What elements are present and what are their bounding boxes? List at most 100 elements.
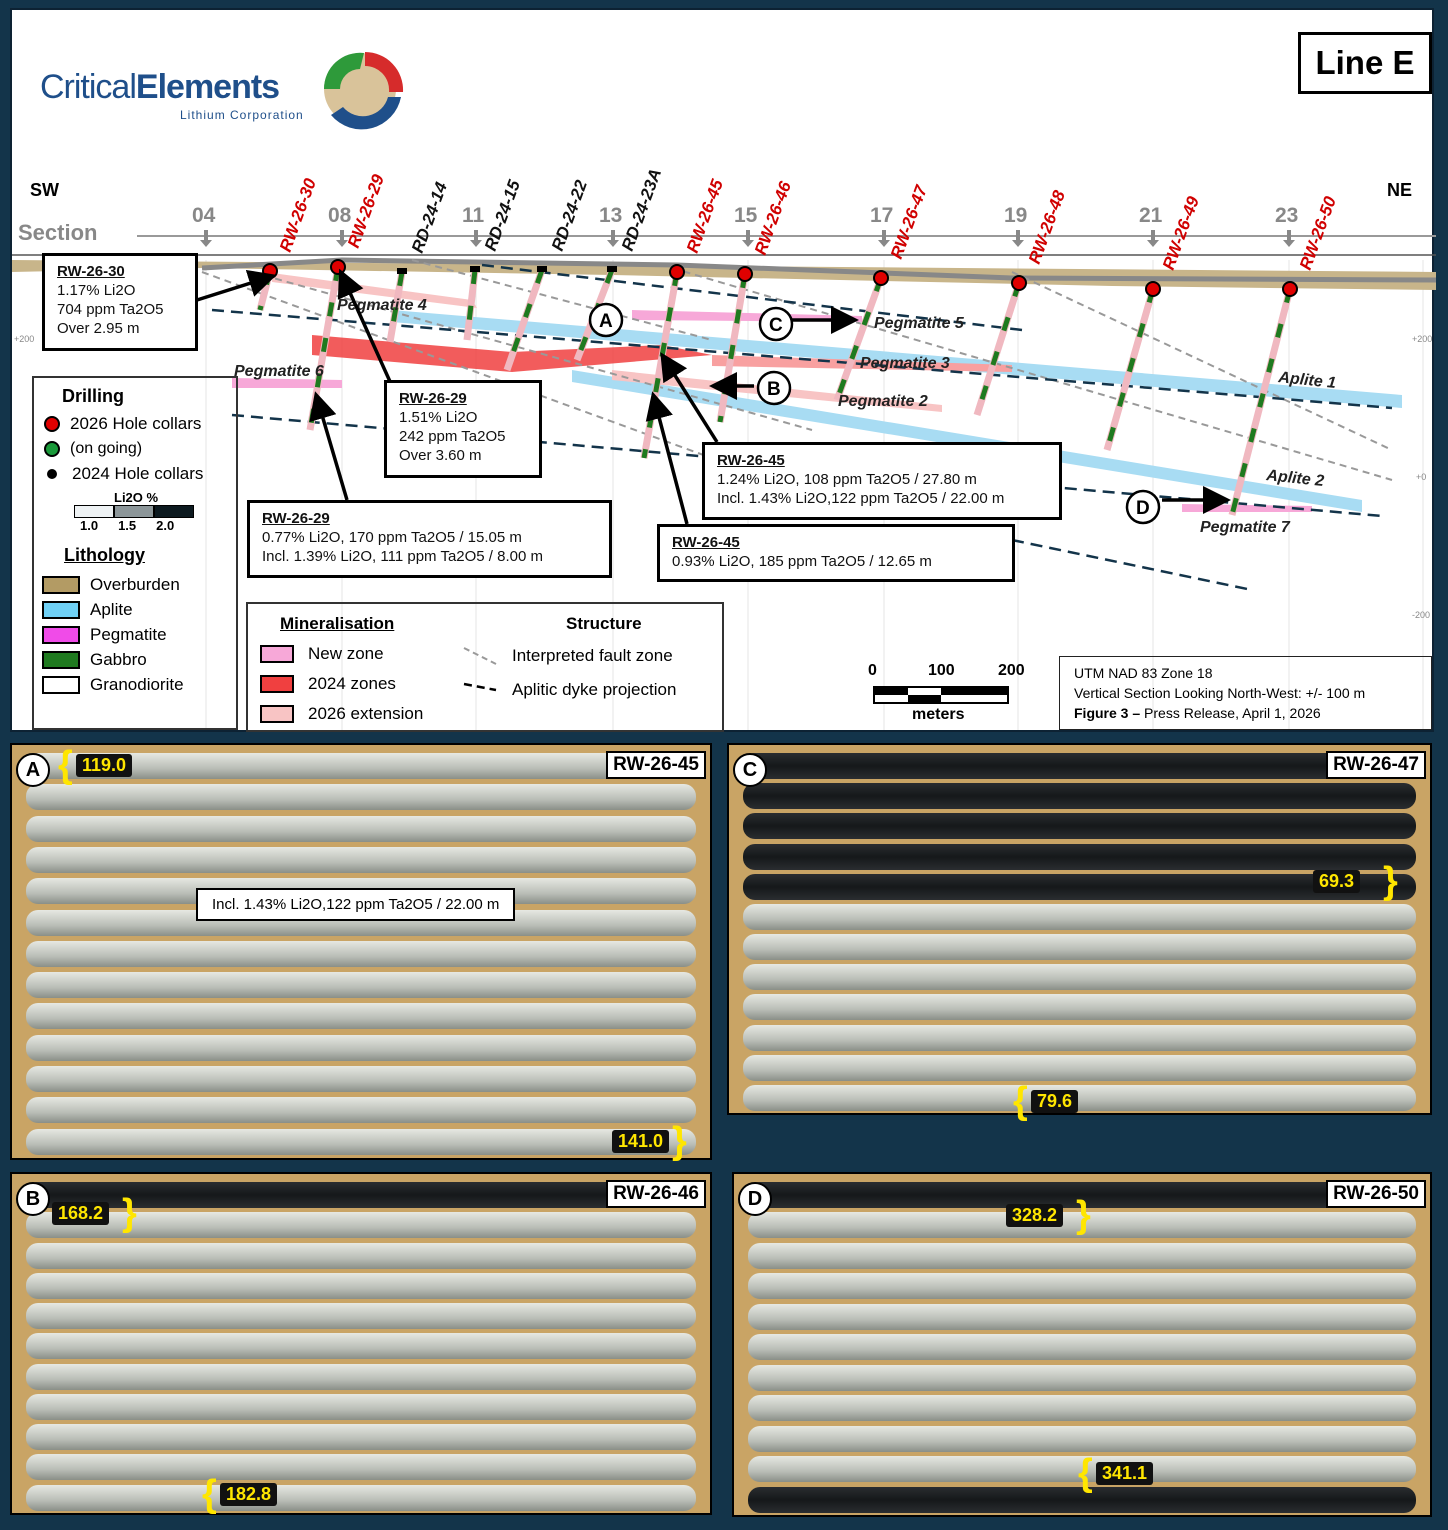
overburden-band	[12, 260, 1436, 290]
swatch-icon	[42, 575, 80, 594]
section-number: 13	[599, 204, 622, 227]
section-number: 17	[870, 204, 893, 227]
swatch-icon	[42, 625, 80, 644]
photo-letter: B	[16, 1182, 50, 1216]
collar-2026-icon	[262, 263, 278, 279]
core-row	[25, 972, 697, 999]
hole-label: RW-26-47	[887, 182, 932, 262]
core-row	[743, 753, 1416, 779]
brace-icon: }	[1076, 1194, 1091, 1236]
hole-label: RD-24-14	[408, 179, 451, 255]
drill-trace-gabbro	[307, 266, 341, 431]
depth-label: 141.0	[612, 1130, 670, 1153]
hole-label: RW-26-50	[1296, 193, 1340, 272]
sw-label: SW	[30, 180, 59, 200]
section-arrow-icon	[200, 230, 212, 247]
drill-trace-gabbro	[1104, 288, 1156, 451]
core-row	[747, 1486, 1417, 1513]
fault-line	[1011, 271, 1393, 451]
pegmatite-4-zone	[272, 273, 477, 308]
section-label: Section	[18, 220, 98, 245]
depth-label: 168.2	[52, 1202, 110, 1225]
photo-hole-tag: RW-26-45	[606, 751, 706, 779]
photo-letter: D	[738, 1182, 772, 1216]
black-collar-icon	[47, 468, 57, 479]
core-row	[743, 994, 1416, 1021]
logo: CriticalElements Lithium Corporation	[30, 40, 430, 150]
marker-circle	[756, 370, 792, 406]
callout-arrow	[645, 391, 689, 525]
brace-icon: }	[1383, 860, 1398, 902]
core-row	[25, 1212, 697, 1239]
aplite-1-band	[392, 310, 1402, 408]
photo-letter: A	[16, 753, 50, 787]
core-row	[25, 940, 697, 967]
core-row	[743, 1024, 1416, 1051]
core-photo-c: C RW-26-47	[727, 743, 1432, 1115]
swatch-icon	[42, 675, 80, 694]
section-number: 21	[1139, 204, 1163, 227]
core-row	[747, 1242, 1417, 1269]
collar-2024-icon	[397, 268, 407, 274]
section-arrow-icon	[878, 230, 890, 247]
marker-circle	[758, 306, 794, 342]
core-row	[25, 1242, 697, 1269]
section-number: 04	[192, 204, 216, 227]
core-row	[747, 1212, 1417, 1239]
photo-hole-tag: RW-26-50	[1326, 1180, 1426, 1208]
core-row	[743, 1084, 1416, 1111]
hole-label: RW-26-45	[683, 176, 727, 255]
depth-label: 69.3	[1313, 870, 1361, 893]
lithology-item: Pegmatite	[42, 622, 228, 647]
core-row	[743, 934, 1416, 960]
section-arrow-icon	[336, 230, 348, 247]
hole-label: RD-24-15	[481, 177, 524, 253]
core-row	[25, 1424, 697, 1451]
photo-letter: C	[733, 753, 767, 787]
core-row	[25, 1097, 697, 1124]
drill-trace-gabbro	[464, 269, 478, 341]
depth-label: 341.1	[1096, 1462, 1154, 1485]
unit-label: Pegmatite 7	[1200, 519, 1291, 536]
dyke-projection-line	[481, 263, 1023, 332]
section-arrow-icon	[607, 230, 619, 247]
section-number: 23	[1275, 204, 1298, 227]
section-arrow-icon	[470, 230, 482, 247]
mineralisation-item: New zone	[260, 644, 384, 664]
core-row	[25, 1034, 697, 1061]
collar-2026-icon	[1282, 281, 1298, 297]
callout-arrow	[309, 391, 349, 501]
collar-2024-icon	[537, 266, 547, 272]
core-row	[25, 1003, 697, 1030]
brace-icon: {	[58, 744, 73, 786]
collar-2026-icon	[669, 264, 685, 280]
section-arrow-icon	[1147, 230, 1159, 247]
swatch-icon	[260, 645, 294, 663]
marker-letter: D	[1136, 498, 1150, 519]
core-row	[747, 1182, 1417, 1208]
core-row	[25, 1303, 697, 1330]
section-number: 11	[462, 204, 485, 227]
swatch-icon	[42, 600, 80, 619]
core-row	[743, 1054, 1416, 1081]
core-row	[747, 1303, 1417, 1330]
hole-label: RD-24-23A	[618, 166, 665, 253]
elevation-label: +200	[1412, 334, 1432, 344]
collar-2026-icon	[1011, 275, 1027, 291]
elevation-label: -200	[1412, 610, 1430, 620]
drill-trace	[640, 271, 681, 459]
marker-letter: B	[767, 379, 781, 400]
core-row	[25, 784, 697, 811]
drill-trace-gabbro	[1229, 288, 1293, 516]
core-row	[25, 1363, 697, 1390]
core-row	[747, 1334, 1417, 1361]
core-row	[743, 964, 1416, 991]
unit-label: Aplite 2	[1265, 467, 1325, 490]
photo-note: Incl. 1.43% Li2O,122 ppm Ta2O5 / 22.00 m	[196, 888, 516, 921]
brace-icon: {	[202, 1473, 217, 1515]
